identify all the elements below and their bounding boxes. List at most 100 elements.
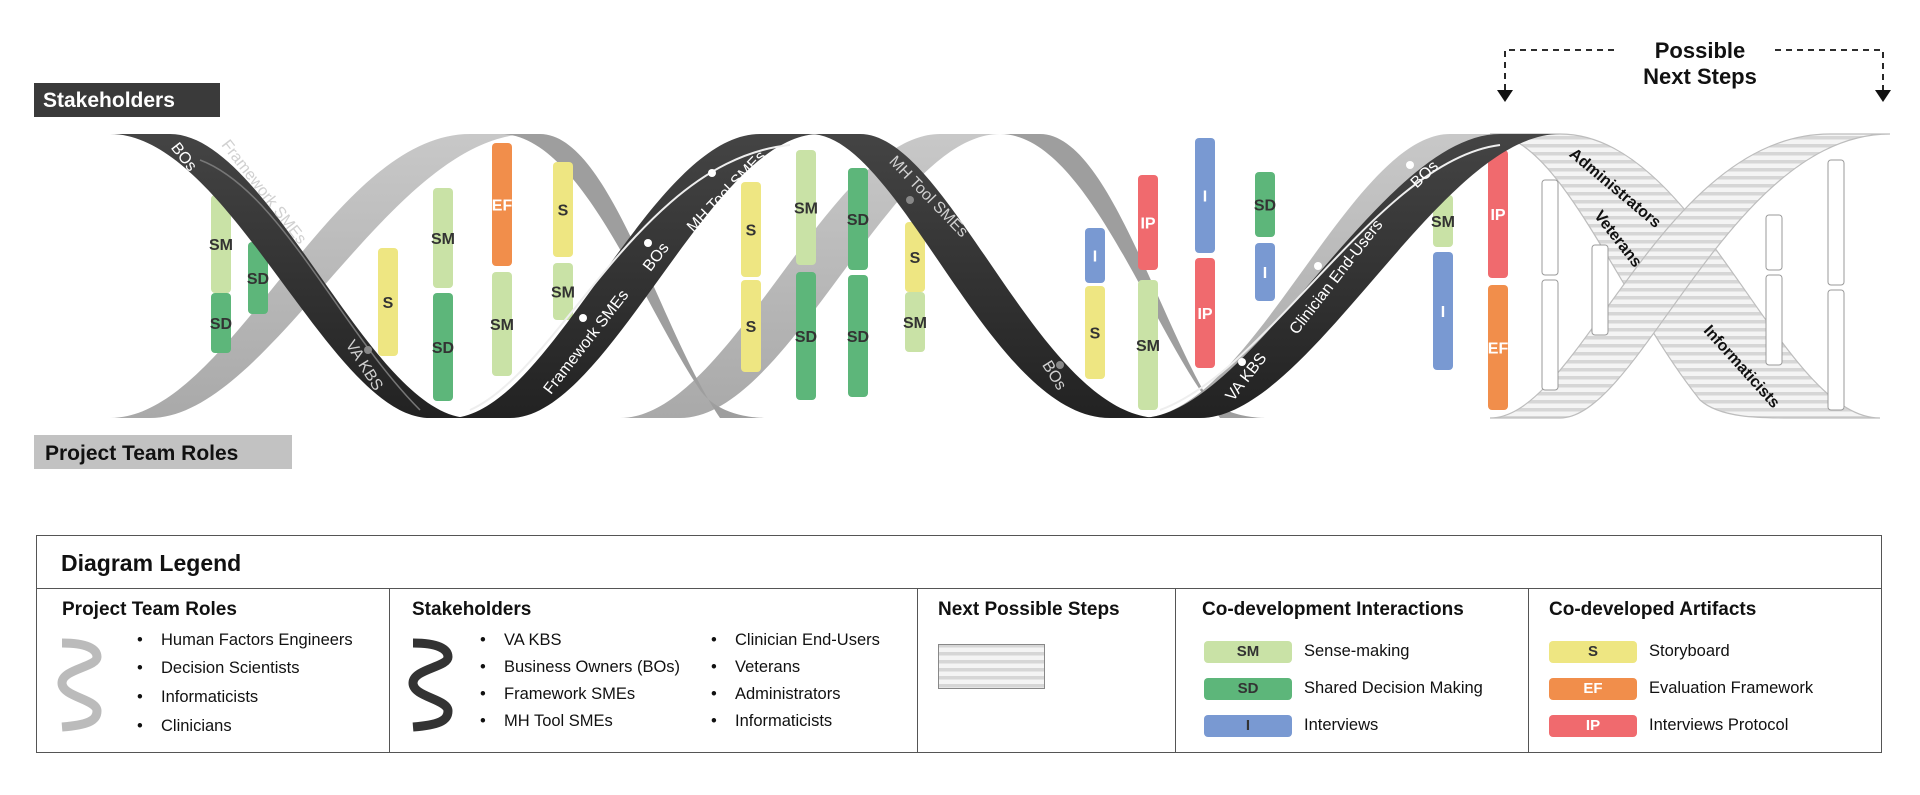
swatch-ip: IP [1549,715,1637,737]
legend-list-item: MH Tool SMEs [480,712,613,731]
swatch-i: I [1204,715,1292,737]
next-steps-strands [1489,133,1891,419]
bar-segment-label: S [910,250,921,267]
bar-segment-ip [1488,150,1508,278]
bar-segment-s [905,222,925,292]
swatch-sd: SD [1204,678,1292,700]
stakeholders-tag [34,83,220,117]
bar-segment-sd [211,293,231,353]
bar-segment-sd [1255,172,1275,237]
bar-segment-ef [1488,285,1508,410]
swatch-label: Interviews [1304,716,1379,734]
bar-segment-label: SD [1254,198,1276,215]
bar-segment-sm [553,263,573,320]
bar-segment-sd [848,275,868,397]
next-steps-bracket [1504,49,1884,90]
bar-segment-label: SM [1431,214,1455,231]
legend-section-title: Co-development Interactions [1202,599,1464,620]
bar-segment-label: SM [794,201,818,218]
stakeholders-tag-label: Stakeholders [43,89,175,112]
bar-segment-label: SM [551,285,575,302]
bar-segment-sm [1138,280,1158,410]
legend-section-next-possible-steps: Next Possible Steps [917,589,1176,752]
swatch-label: Sense-making [1304,642,1410,660]
diagram-legend: Diagram Legend Project Team Roles Human … [36,535,1882,753]
bar-segment-label: IP [1490,207,1505,224]
bar-segment-label: SM [431,231,455,248]
legend-section-title: Project Team Roles [62,599,237,620]
legend-list-item: VA KBS [480,631,562,650]
bar-segment-label: I [1263,265,1267,282]
arrow-down-icon [1875,90,1891,102]
legend-section-stakeholders: Stakeholders VA KBS Business Owners (BOs… [389,589,918,752]
swatch-label: Interviews Protocol [1649,716,1789,734]
bar-segment-label: IP [1197,306,1212,323]
legend-list-item: Administrators [711,685,841,704]
bar-segment-label: IP [1140,216,1155,233]
bar-segment-label: SD [247,271,269,288]
bar-segment-ip [1195,258,1215,368]
bar-segment-sm [433,188,453,288]
swatch-ef: EF [1549,678,1637,700]
stakeholder-strand [110,134,1560,418]
legend-list-item: Veterans [711,658,800,677]
bar-segment-label: SD [432,340,454,357]
bar-segment-sd [433,293,453,401]
bar-segment-s [1085,286,1105,379]
bar-segment-s [741,280,761,372]
legend-section-title: Next Possible Steps [938,599,1120,620]
next-steps-title-line2: Next Steps [1643,64,1757,89]
bar-segment-label: SM [1136,338,1160,355]
bar-segment-label: I [1093,249,1097,266]
bar-segment-label: I [1203,189,1207,206]
bar-segment-label: SD [847,212,869,229]
bar-segment-sm [211,195,231,293]
bar-segment-label: SM [490,317,514,334]
swatch-label: Evaluation Framework [1649,679,1814,697]
bar-segment-sm [1433,195,1453,247]
dark-helix-icon [408,638,453,732]
bar-segment-label: S [1090,326,1101,343]
interaction-bars: SMSDSDSSMSDEFSMSSMSSSMSDSDSDSSMISIPSMIIP… [209,138,1508,410]
bar-segment-i [1255,243,1275,301]
bar-segment-i [1433,252,1453,370]
project-team-roles-tag-label: Project Team Roles [45,442,238,465]
legend-list-item: Framework SMEs [480,685,635,704]
legend-title: Diagram Legend [61,550,242,576]
bar-segment-i [1085,228,1105,283]
light-helix-icon [57,638,102,732]
bar-segment-label: S [746,223,757,240]
bar-segment-s [553,162,573,257]
bar-segment-sd [248,242,268,314]
legend-list-item: Clinicians [137,717,231,736]
bar-segment-label: SD [210,316,232,333]
legend-section-title: Co-developed Artifacts [1549,599,1757,620]
bar-segment-label: S [558,203,569,220]
dna-helix-diagram: SMSDSDSSMSDEFSMSSMSSSMSDSDSDSSMISIPSMIIP… [34,38,1891,469]
arrow-down-icon [1497,90,1513,102]
bar-segment-label: EF [492,198,513,215]
bar-segment-ip [1138,175,1158,270]
legend-list-item: Clinician End-Users [711,631,880,650]
hatched-swatch [938,644,1045,689]
legend-list-item: Human Factors Engineers [137,631,353,650]
bar-segment-label: SD [847,329,869,346]
bar-segment-label: SM [209,237,233,254]
bar-segment-s [378,248,398,356]
swatch-s: S [1549,641,1637,663]
bar-segment-label: EF [1488,341,1509,358]
bar-segment-sd [796,272,816,400]
legend-list-item: Decision Scientists [137,659,300,678]
legend-list-item: Business Owners (BOs) [480,658,680,677]
bar-segment-label: I [1441,304,1445,321]
bar-segment-ef [492,143,512,266]
legend-section-project-team-roles: Project Team Roles Human Factors Enginee… [37,589,389,752]
bar-segment-label: S [383,295,394,312]
bar-segment-label: SM [903,315,927,332]
legend-section-title: Stakeholders [412,599,532,620]
swatch-label: Storyboard [1649,642,1730,660]
next-steps-title-line1: Possible [1655,38,1745,63]
legend-list-item: Informaticists [711,712,832,731]
project-team-roles-tag [34,435,292,469]
legend-divider [37,588,1881,589]
